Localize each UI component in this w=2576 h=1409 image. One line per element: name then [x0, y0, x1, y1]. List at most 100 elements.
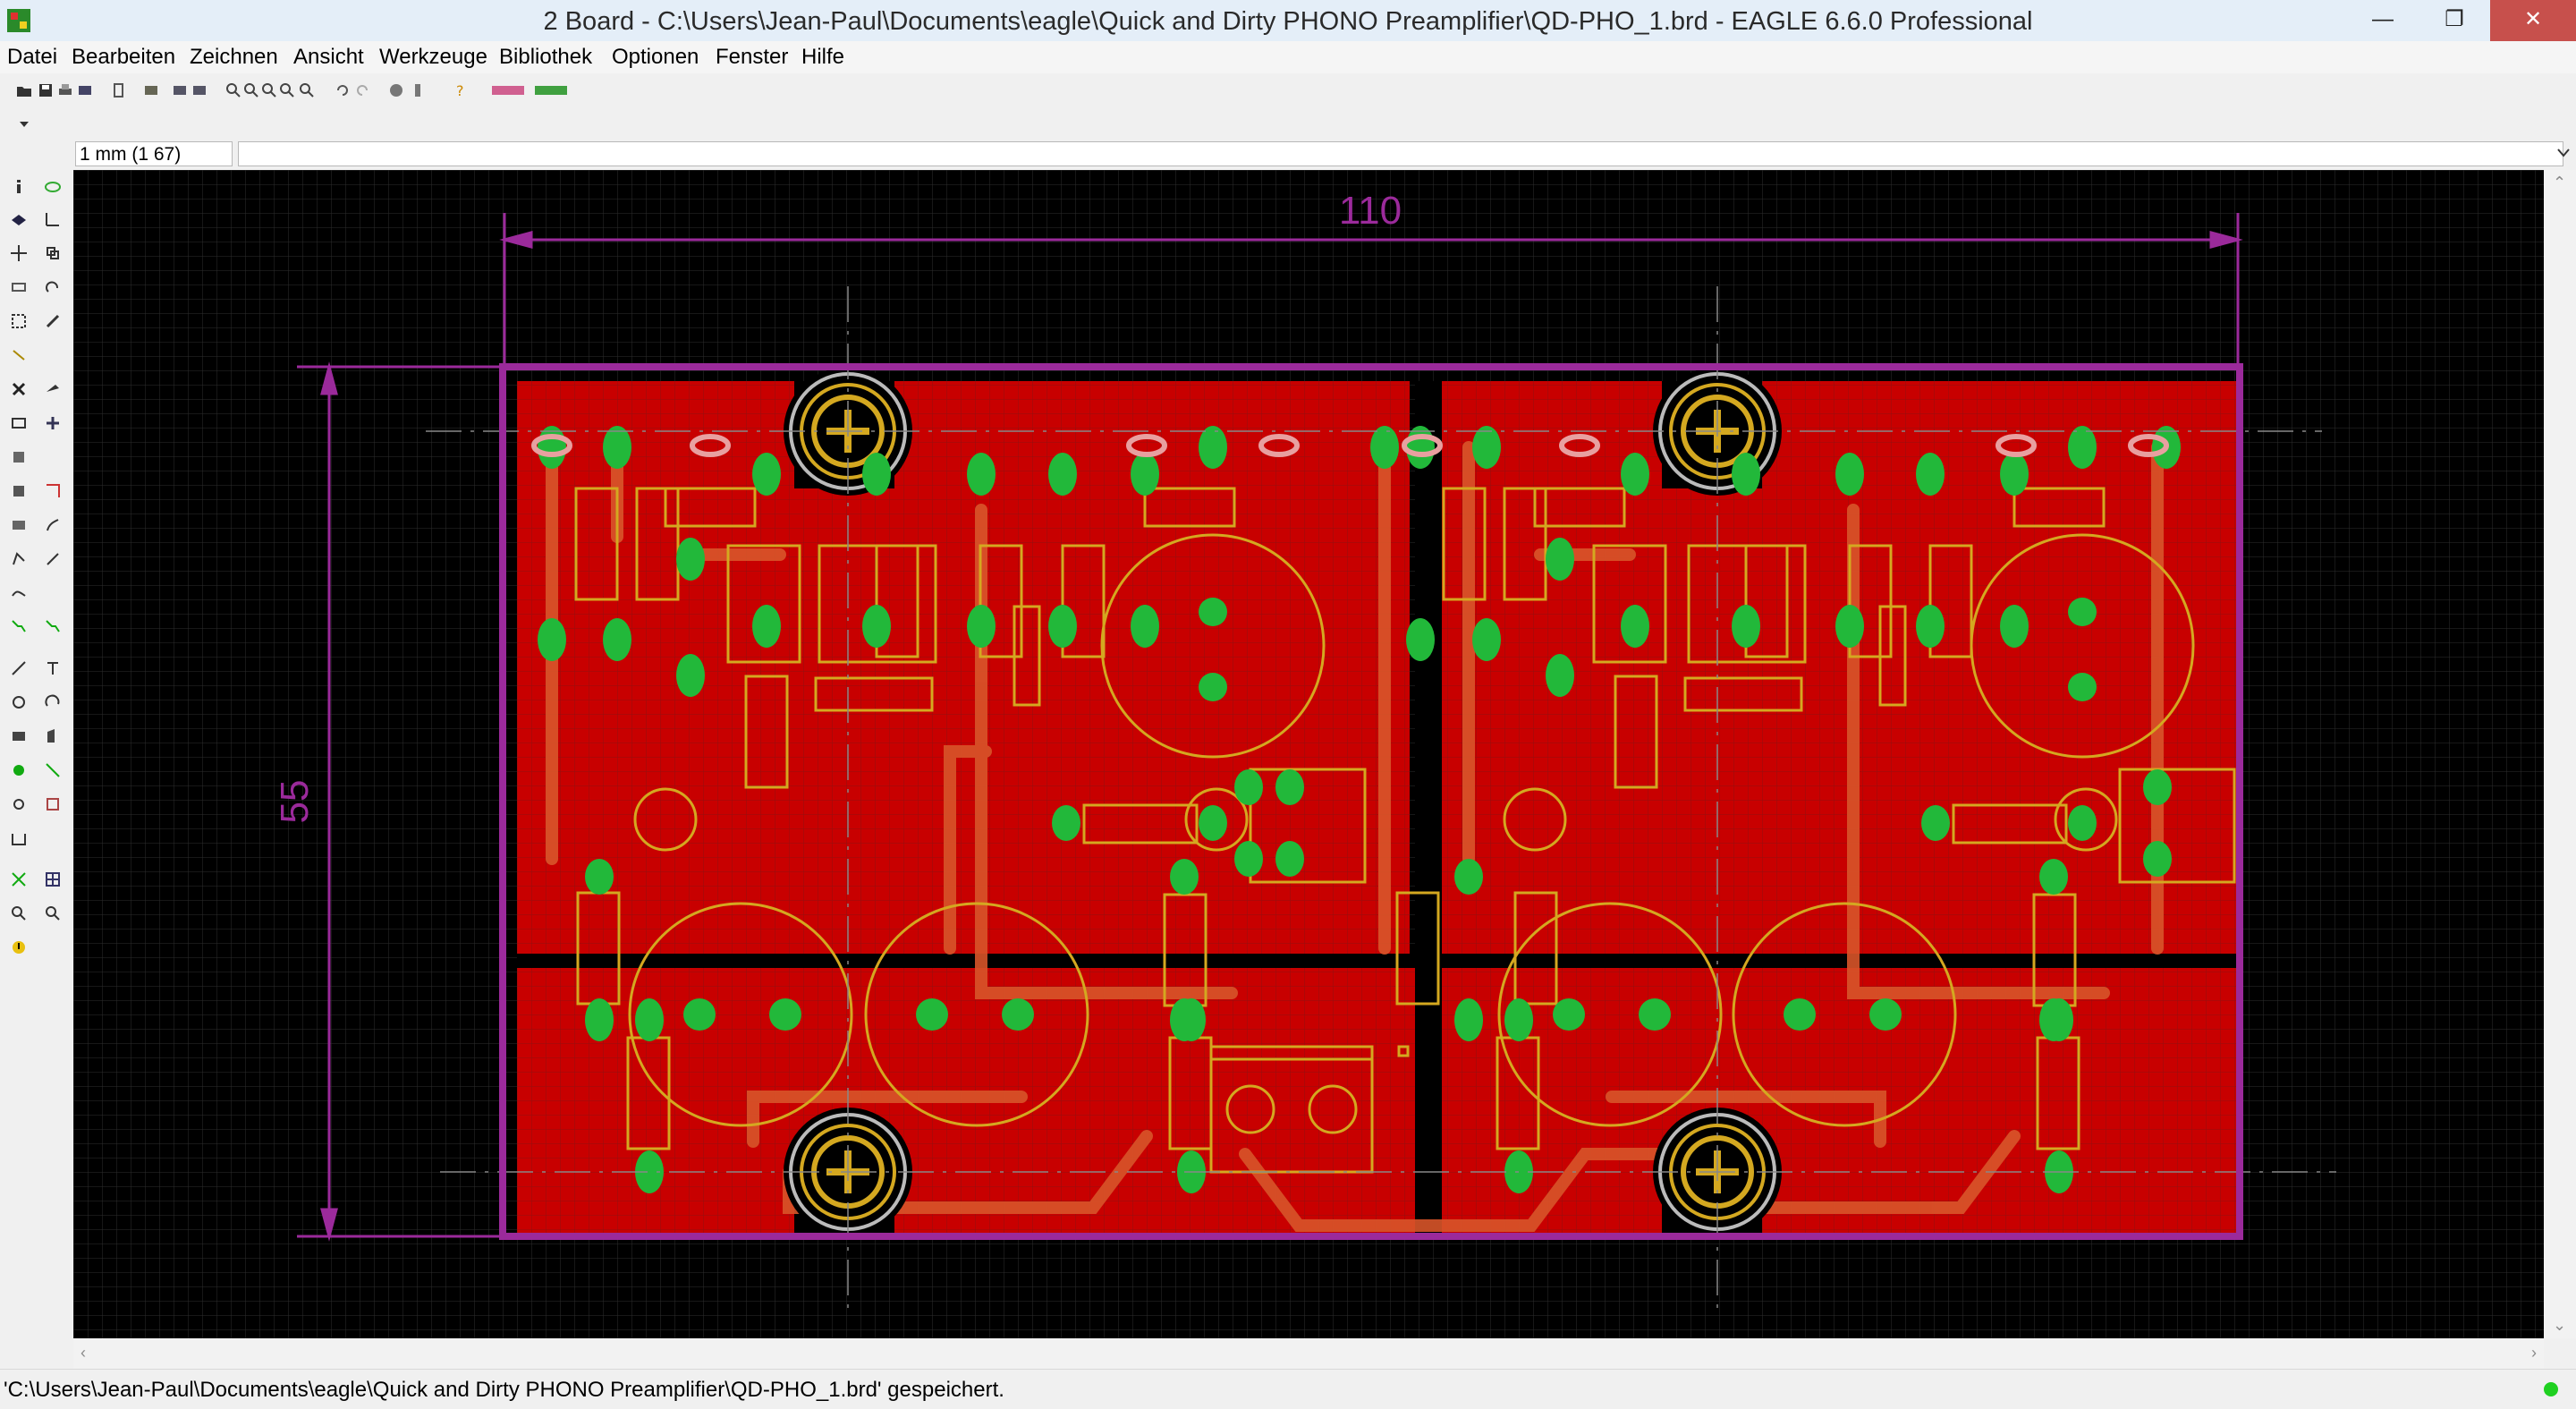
menu-datei[interactable]: Datei [7, 45, 58, 69]
change-icon[interactable] [43, 311, 63, 331]
ulp-icon[interactable] [172, 82, 188, 98]
help-icon[interactable]: ? [453, 82, 469, 98]
split-icon[interactable] [43, 481, 63, 501]
scroll-right-icon[interactable]: › [2531, 1344, 2537, 1362]
pads [538, 426, 2181, 1193]
errc-icon[interactable] [43, 904, 63, 923]
arc-icon[interactable] [43, 692, 63, 712]
rectangle-icon[interactable] [9, 726, 29, 746]
command-input[interactable] [238, 141, 2563, 166]
menu-hilfe[interactable]: Hilfe [801, 45, 845, 69]
route-icon[interactable] [43, 515, 63, 535]
chevron-down-icon[interactable] [18, 118, 30, 131]
command-bar: 1 mm (1 67) [0, 140, 2576, 170]
tool-palette [0, 170, 74, 1365]
grid-display[interactable]: 1 mm (1 67) [75, 141, 233, 166]
miter-icon[interactable] [9, 481, 29, 501]
redo-icon[interactable] [354, 82, 370, 98]
menu-bar: Datei Bearbeiten Zeichnen Ansicht Werkze… [0, 41, 2576, 73]
errors-icon[interactable] [9, 938, 29, 957]
show-icon[interactable] [43, 177, 63, 197]
dimension-lines [297, 213, 2243, 1242]
ripup-icon[interactable] [9, 549, 29, 569]
smash-icon[interactable] [9, 447, 29, 467]
rotate-icon[interactable] [43, 277, 63, 297]
main-toolbar: ? [0, 73, 2576, 110]
chevron-down-icon[interactable] [2556, 145, 2571, 159]
info-icon[interactable] [9, 177, 29, 197]
zoom-redraw-icon[interactable] [279, 82, 295, 98]
save-icon[interactable] [38, 82, 54, 98]
design-link-icon[interactable] [490, 82, 526, 98]
maximize-button[interactable]: ❐ [2445, 7, 2464, 31]
meander-icon[interactable] [9, 583, 29, 603]
ratsnest-icon[interactable] [9, 870, 29, 889]
line-icon[interactable] [9, 658, 29, 678]
copy-icon[interactable] [43, 243, 63, 263]
wire-icon[interactable] [43, 549, 63, 569]
mark-icon[interactable] [43, 209, 63, 229]
ulp-run-icon[interactable] [191, 82, 208, 98]
status-bar: 'C:\Users\Jean-Paul\Documents\eagle\Quic… [0, 1369, 2576, 1409]
text-icon[interactable] [43, 658, 63, 678]
mirror-icon[interactable] [9, 277, 29, 297]
circle-icon[interactable] [9, 692, 29, 712]
vertical-scrollbar[interactable]: ⌃ ⌄ [2544, 170, 2576, 1338]
zoom-select-icon[interactable] [299, 82, 315, 98]
ulp-shop-icon[interactable] [533, 82, 569, 98]
menu-werkzeuge[interactable]: Werkzeuge [379, 45, 487, 69]
name-icon[interactable] [9, 413, 29, 433]
switch-schematic-icon[interactable] [111, 82, 127, 98]
stop-icon[interactable] [388, 82, 404, 98]
scroll-down-icon[interactable]: ⌄ [2553, 1316, 2567, 1334]
undo-icon[interactable] [335, 82, 351, 98]
zoom-in-icon[interactable] [243, 82, 259, 98]
menu-bibliothek[interactable]: Bibliothek [499, 45, 593, 69]
group-icon[interactable] [9, 311, 29, 331]
guide-lines [426, 286, 2336, 1315]
zoom-fit-icon[interactable] [225, 82, 242, 98]
dimension-height-label: 55 [273, 780, 317, 824]
polygon-icon[interactable] [43, 726, 63, 746]
scroll-left-icon[interactable]: ‹ [80, 1344, 86, 1362]
autoroute-icon[interactable] [9, 617, 29, 637]
go-icon[interactable] [410, 82, 426, 98]
drc-icon[interactable] [43, 870, 63, 889]
signal-icon[interactable] [43, 760, 63, 780]
via-icon[interactable] [9, 760, 29, 780]
optimize-icon[interactable] [9, 515, 29, 535]
cam-icon[interactable] [77, 82, 93, 98]
display-layers-icon[interactable] [9, 209, 29, 229]
horizontal-scrollbar[interactable]: ‹ › [73, 1338, 2544, 1369]
minimize-button[interactable]: — [2372, 7, 2394, 31]
connector-pads [531, 434, 2169, 457]
menu-fenster[interactable]: Fenster [716, 45, 789, 69]
menu-ansicht[interactable]: Ansicht [293, 45, 364, 69]
hole-icon[interactable] [9, 794, 29, 814]
dimension-width-label: 110 [1339, 189, 1402, 233]
board-outline [499, 363, 2243, 1240]
delete-icon[interactable] [9, 379, 29, 399]
menu-zeichnen[interactable]: Zeichnen [190, 45, 278, 69]
silkscreen [574, 487, 2236, 1174]
dimension-icon[interactable] [9, 828, 29, 848]
scroll-up-icon[interactable]: ⌃ [2553, 174, 2567, 191]
attribute-icon[interactable] [43, 794, 63, 814]
script-icon[interactable] [143, 82, 159, 98]
menu-bearbeiten[interactable]: Bearbeiten [72, 45, 176, 69]
open-icon[interactable] [16, 82, 32, 98]
add-icon[interactable] [43, 379, 63, 399]
paste-icon[interactable] [9, 345, 29, 365]
zoom-out-icon[interactable] [261, 82, 277, 98]
svg-text:?: ? [456, 82, 464, 98]
fanout-icon[interactable] [43, 617, 63, 637]
value-icon[interactable] [43, 413, 63, 433]
menu-optionen[interactable]: Optionen [612, 45, 699, 69]
auto-zoom-icon[interactable] [9, 904, 29, 923]
pcb-drawing[interactable]: 110 55 [73, 170, 2544, 1338]
print-icon[interactable] [57, 82, 73, 98]
move-icon[interactable] [9, 243, 29, 263]
close-button[interactable]: ✕ [2490, 0, 2576, 41]
parameter-toolbar [0, 109, 2576, 140]
board-canvas[interactable]: 110 55 [73, 170, 2544, 1338]
